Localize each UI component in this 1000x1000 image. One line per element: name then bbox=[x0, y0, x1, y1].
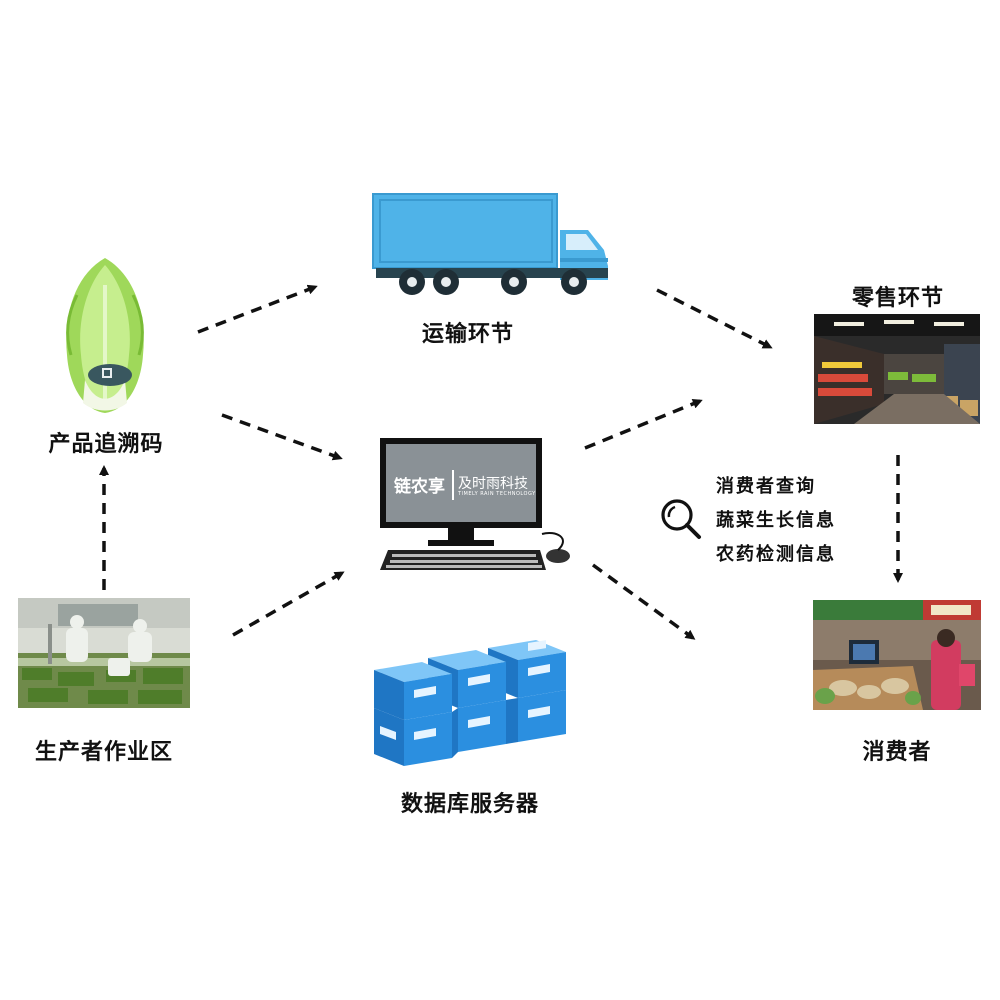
arrow-computer-to-retail bbox=[584, 399, 703, 450]
query-line-2: 蔬菜生长信息 bbox=[716, 510, 836, 531]
arrow-computer-to-consumer bbox=[591, 563, 696, 640]
magnifier-icon bbox=[660, 498, 702, 540]
arrow-producer-to-computer bbox=[232, 571, 345, 637]
cabbage-icon bbox=[55, 255, 155, 415]
consumer-label: 消费者 bbox=[862, 739, 932, 765]
monitor-brand-sub: TIMELY RAIN TECHNOLOGY bbox=[458, 491, 536, 497]
arrow-product-to-transport bbox=[197, 284, 318, 334]
monitor-brand-right: 及时雨科技 bbox=[458, 476, 528, 492]
query-line-1: 消费者查询 bbox=[716, 476, 816, 497]
transport-label: 运输环节 bbox=[421, 321, 514, 347]
server-icon bbox=[370, 640, 570, 770]
arrow-transport-to-retail bbox=[656, 288, 773, 349]
monitor-brand-left: 链农享 bbox=[394, 477, 445, 497]
truck-icon bbox=[370, 192, 615, 298]
monitor-divider bbox=[452, 470, 454, 500]
query-line-3: 农药检测信息 bbox=[716, 544, 836, 565]
db-server-label: 数据库服务器 bbox=[400, 791, 539, 817]
retail-label: 零售环节 bbox=[851, 285, 944, 311]
producer-area-photo bbox=[18, 598, 190, 708]
arrow-product-to-computer bbox=[221, 413, 343, 461]
product-code-label: 产品追溯码 bbox=[48, 431, 164, 457]
retail-photo bbox=[814, 314, 980, 424]
consumer-photo bbox=[813, 600, 981, 710]
producer-area-label: 生产者作业区 bbox=[34, 739, 173, 765]
computer-icon bbox=[376, 438, 581, 573]
